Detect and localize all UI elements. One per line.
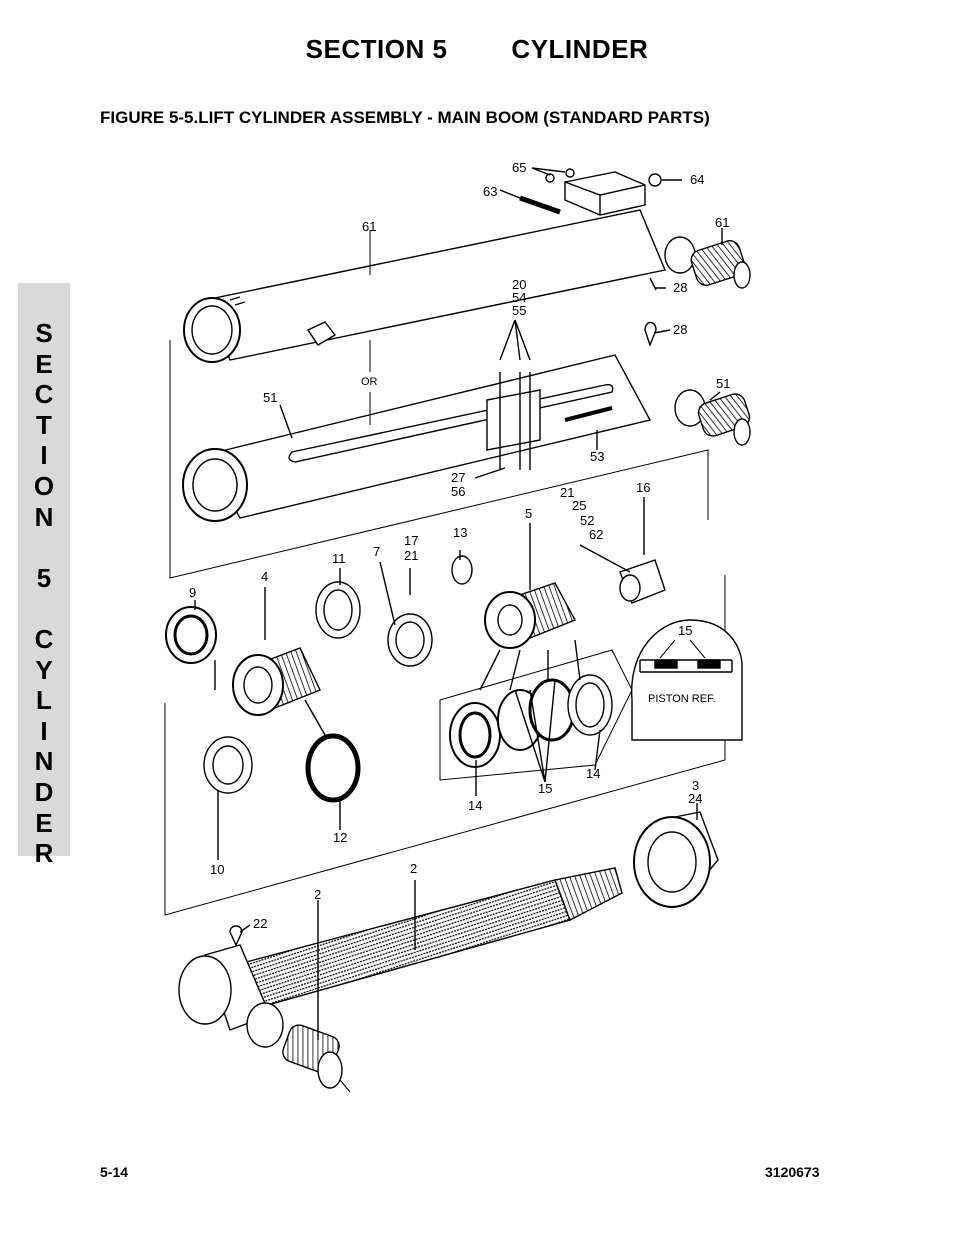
callout-62: 62	[589, 527, 603, 542]
callout-12: 12	[333, 830, 347, 845]
callout-65: 65	[512, 160, 526, 175]
rod	[178, 867, 623, 1089]
callout-5: 5	[525, 506, 532, 521]
callout-25: 25	[572, 498, 586, 513]
piston-ref-inset	[631, 619, 743, 741]
callout-16: 16	[636, 480, 650, 495]
document-number: 3120673	[765, 1164, 820, 1180]
callout-21b: 21	[404, 548, 418, 563]
callout-64: 64	[690, 172, 704, 187]
side-tab-letter: C	[34, 623, 54, 654]
callout-15a: 15	[678, 623, 692, 638]
callout-28a: 28	[673, 280, 687, 295]
side-tab-letter: N	[34, 746, 54, 777]
callout-14a: 14	[468, 798, 482, 813]
piston-ref-label: PISTON REF.	[648, 693, 716, 705]
side-tab-letter: 5	[36, 562, 52, 593]
callout-2b: 2	[314, 887, 321, 902]
side-tab-letter: E	[35, 348, 53, 379]
callout-3: 3	[692, 778, 699, 793]
side-tab-letter: L	[36, 685, 52, 716]
callout-13: 13	[453, 525, 467, 540]
callout-61a: 61	[362, 219, 376, 234]
callout-56: 56	[451, 484, 465, 499]
side-tab-letter: T	[36, 409, 52, 440]
callout-52: 52	[580, 513, 594, 528]
side-tab-letter: O	[33, 470, 55, 501]
callout-11: 11	[332, 551, 346, 566]
callout-22: 22	[253, 916, 267, 931]
side-tab-letter: E	[35, 807, 53, 838]
callout-15b: 15	[538, 781, 552, 796]
callout-28b: 28	[673, 322, 687, 337]
side-tab-letter: I	[40, 715, 48, 746]
barrel-upper	[183, 209, 751, 363]
section-label: SECTION 5	[305, 34, 448, 64]
callout-4: 4	[261, 569, 268, 584]
side-tab-letter: R	[34, 838, 54, 869]
callout-21a: 21	[560, 485, 574, 500]
callout-17: 17	[404, 533, 418, 548]
callout-61b: 61	[715, 215, 729, 230]
side-tab-letter: S	[35, 318, 53, 348]
callout-labels: 65 64 63 61 61 28 28 20 54 55 OR 51 51 5…	[189, 160, 730, 931]
gland	[633, 811, 719, 908]
callout-7: 7	[373, 544, 380, 559]
callout-55: 55	[512, 303, 526, 318]
callout-51a: 51	[263, 390, 277, 405]
side-tab-letter: N	[34, 501, 54, 532]
callout-54: 54	[512, 290, 526, 305]
chapter-label: CYLINDER	[511, 34, 649, 64]
page-number: 5-14	[100, 1164, 129, 1180]
callout-24: 24	[688, 791, 702, 806]
barrel-lower	[182, 354, 751, 522]
callout-63: 63	[483, 184, 497, 199]
callout-or: OR	[361, 376, 378, 388]
callout-20: 20	[512, 277, 526, 292]
callout-27: 27	[451, 470, 465, 485]
callout-53: 53	[590, 449, 604, 464]
side-tab-letter: D	[34, 776, 54, 807]
callout-51b: 51	[716, 376, 730, 391]
figure-title: FIGURE 5-5.LIFT CYLINDER ASSEMBLY - MAIN…	[100, 108, 710, 127]
page-title: SECTION 5 CYLINDER	[0, 34, 954, 65]
callout-10: 10	[210, 862, 224, 877]
side-tab-letter: I	[40, 440, 48, 471]
side-tab-letter: C	[34, 379, 54, 410]
port-block	[519, 168, 662, 216]
callout-2a: 2	[410, 861, 417, 876]
callout-14b: 14	[586, 766, 600, 781]
grease-fittings	[644, 277, 657, 348]
side-tab-letter: Y	[35, 654, 53, 685]
callout-9: 9	[189, 585, 196, 600]
